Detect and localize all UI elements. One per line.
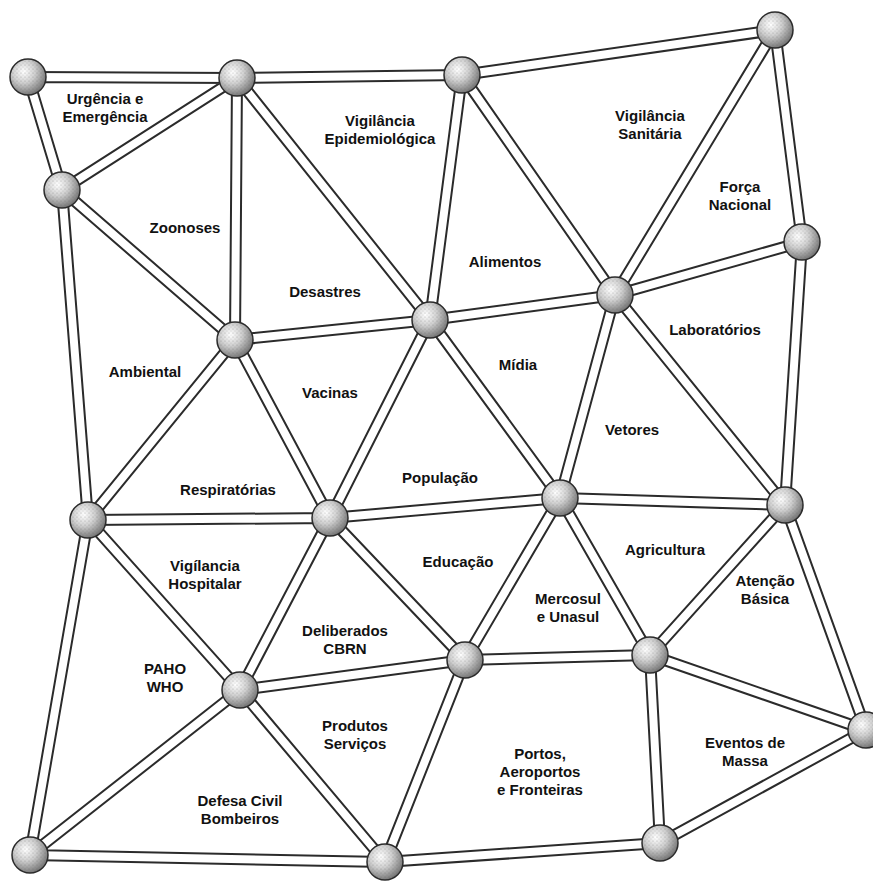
region-label: Atenção Básica (735, 572, 794, 608)
region-label: Vigilância Epidemiológica (325, 112, 436, 148)
region-label: Mídia (499, 356, 537, 374)
region-label: Zoonoses (150, 219, 221, 237)
region-label: Vetores (605, 421, 659, 439)
region-label: Desastres (289, 283, 361, 301)
region-label: Alimentos (469, 253, 542, 271)
region-label: Urgência e Emergência (62, 90, 147, 126)
region-label: Ambiental (109, 363, 182, 381)
region-label: Mercosul e Unasul (535, 590, 601, 626)
sphere-stipple (11, 13, 873, 879)
region-label: Defesa Civil Bombeiros (197, 792, 282, 828)
region-label: Portos, Aeroportos e Fronteiras (497, 745, 583, 799)
region-label: Deliberados CBRN (302, 622, 388, 658)
region-label: Vigilância Sanitária (615, 107, 685, 143)
region-label: Laboratórios (669, 321, 761, 339)
region-label: Educação (423, 553, 494, 571)
region-label: População (402, 469, 478, 487)
region-label: Vigílancia Hospitalar (168, 557, 241, 593)
region-label: Agricultura (625, 541, 705, 559)
region-label: Eventos de Massa (705, 734, 785, 770)
region-label: Força Nacional (709, 178, 772, 214)
rods (28, 30, 866, 862)
region-label: Vacinas (302, 384, 358, 402)
region-label: PAHO WHO (144, 660, 186, 696)
spheres (10, 12, 873, 880)
region-label: Respiratórias (180, 481, 276, 499)
region-label: Produtos Serviços (322, 717, 388, 753)
